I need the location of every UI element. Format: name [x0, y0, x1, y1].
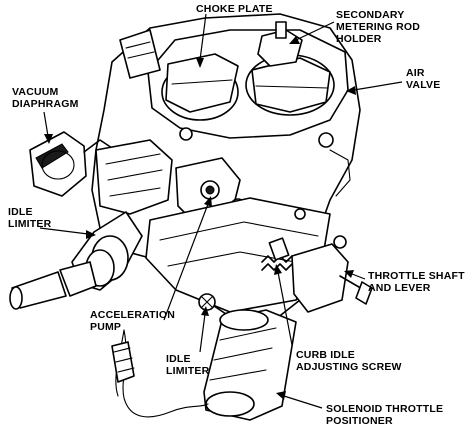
choke-plate: [165, 53, 239, 113]
label-solenoid-1: SOLENOID THROTTLE: [326, 403, 443, 415]
callout-labels: CHOKE PLATE SECONDARY METERING ROD HOLDE…: [8, 3, 465, 427]
label-idle-limiter-bottom-1: IDLE: [166, 353, 191, 365]
solenoid-connector: [111, 341, 135, 383]
vacuum-diaphragm: [29, 131, 87, 197]
label-vacuum-diaphragm-2: DIAPHRAGM: [12, 98, 79, 110]
leader-lines: [39, 13, 403, 409]
air-valve-plate: [251, 57, 331, 113]
label-vacuum-diaphragm-1: VACUUM: [12, 86, 59, 98]
throttle-shaft-and-lever: [291, 243, 349, 313]
label-acceleration-pump-1: ACCELERATION: [90, 309, 175, 321]
label-air-valve-1: AIR: [406, 67, 425, 79]
label-throttle-shaft-1: THROTTLE SHAFT: [368, 270, 465, 282]
label-curb-idle-1: CURB IDLE: [296, 349, 355, 361]
label-air-valve-2: VALVE: [406, 79, 440, 91]
label-idle-limiter-left-1: IDLE: [8, 206, 33, 218]
label-idle-limiter-bottom-2: LIMITER: [166, 365, 210, 377]
label-solenoid-2: POSITIONER: [326, 415, 393, 427]
label-idle-limiter-left-2: LIMITER: [8, 218, 52, 230]
solenoid-throttle-positioner: [203, 309, 297, 421]
label-secondary-metering-rod-holder-3: HOLDER: [336, 33, 382, 45]
carburetor-illustration: [9, 13, 373, 421]
label-curb-idle-2: ADJUSTING SCREW: [296, 361, 402, 373]
label-secondary-metering-rod-holder-1: SECONDARY: [336, 9, 405, 21]
label-acceleration-pump-2: PUMP: [90, 321, 121, 333]
label-throttle-shaft-2: AND LEVER: [368, 282, 431, 294]
curb-idle-adjusting-screw: [261, 237, 293, 271]
label-choke-plate: CHOKE PLATE: [196, 3, 273, 15]
label-secondary-metering-rod-holder-2: METERING ROD: [336, 21, 420, 33]
